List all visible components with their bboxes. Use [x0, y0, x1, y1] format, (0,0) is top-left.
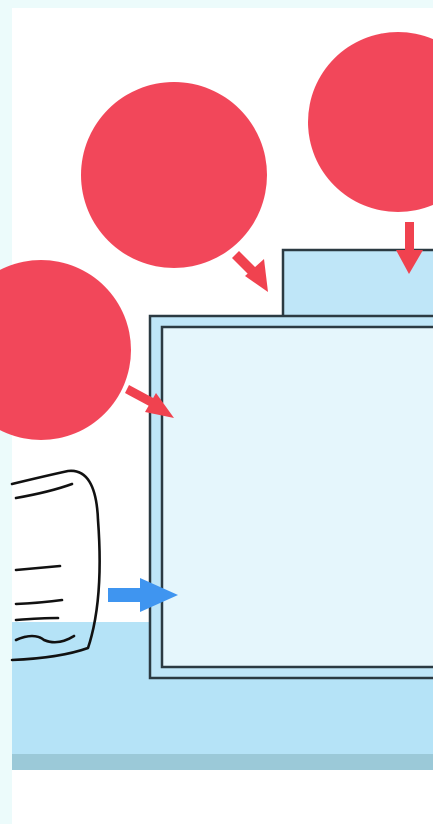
panel-inner-area	[162, 327, 433, 667]
counter-front-edge	[12, 754, 433, 770]
top-margin-strip	[0, 0, 433, 8]
callout-circle-top-middle	[81, 82, 267, 268]
